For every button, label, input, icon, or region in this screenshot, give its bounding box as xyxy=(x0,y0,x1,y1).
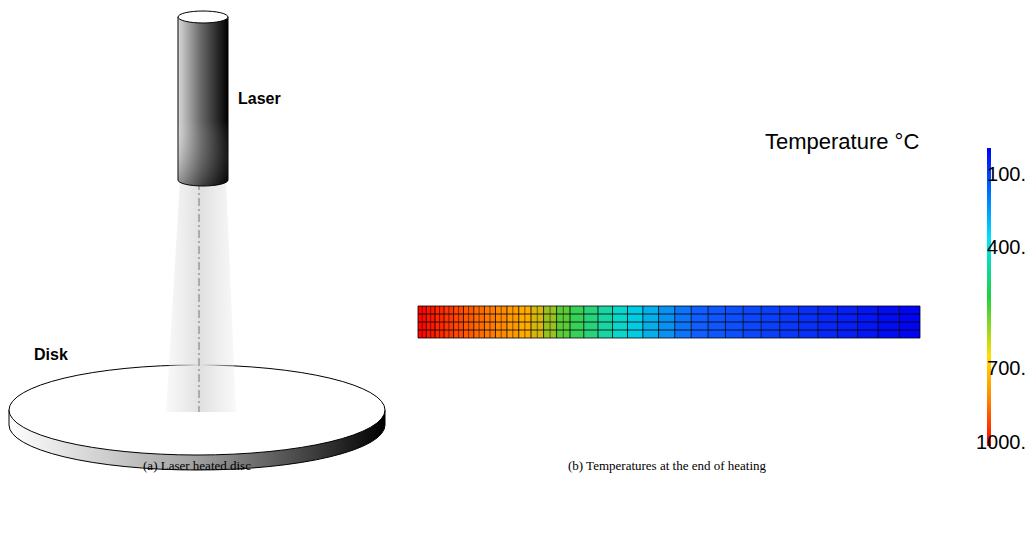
mesh-line xyxy=(837,306,838,338)
mesh-line xyxy=(898,306,899,338)
mesh-line xyxy=(418,306,920,307)
mesh-line xyxy=(761,306,762,338)
mesh-line xyxy=(506,306,507,338)
mesh-line xyxy=(458,306,459,338)
mesh-line xyxy=(556,306,557,338)
mesh-line xyxy=(658,306,659,338)
mesh-line xyxy=(463,306,464,338)
beam-axis xyxy=(199,182,200,412)
mesh-line xyxy=(435,306,436,338)
mesh-line xyxy=(857,306,858,338)
temperature-mesh xyxy=(418,306,920,338)
tick-label: 700. xyxy=(987,357,1026,379)
mesh-line xyxy=(518,306,519,338)
mesh-line xyxy=(512,306,513,338)
tick-label: 1000. xyxy=(976,431,1026,453)
mesh-line xyxy=(418,322,920,323)
mesh-line xyxy=(418,306,419,338)
mesh-line xyxy=(583,306,584,338)
mesh-line xyxy=(798,306,799,338)
mesh-line xyxy=(920,306,921,338)
mesh-line xyxy=(537,306,538,338)
laser-beam xyxy=(166,180,236,412)
mesh-line xyxy=(430,306,431,338)
mesh-line xyxy=(422,306,423,338)
mesh-line xyxy=(569,306,570,338)
mesh-line xyxy=(597,306,598,338)
mesh-line xyxy=(612,306,613,338)
mesh-line xyxy=(779,306,780,338)
mesh-line xyxy=(439,306,440,338)
tick-label: 400. xyxy=(987,236,1026,258)
mesh-line xyxy=(453,306,454,338)
mesh-line xyxy=(501,306,502,338)
mesh-line xyxy=(418,330,920,331)
mesh-line xyxy=(489,306,490,338)
tick-label: 100. xyxy=(987,163,1026,185)
mesh-line xyxy=(691,306,692,338)
mesh-line xyxy=(708,306,709,338)
mesh-line xyxy=(444,306,445,338)
mesh-line xyxy=(484,306,485,338)
part-label: Disk xyxy=(34,346,68,364)
mesh-line xyxy=(627,306,628,338)
mesh-line xyxy=(530,306,531,338)
mesh-line xyxy=(725,306,726,338)
mesh-line xyxy=(550,306,551,338)
mesh-line xyxy=(543,306,544,338)
mesh-line xyxy=(817,306,818,338)
axis-title: Temperature °C xyxy=(765,130,919,154)
mesh-line xyxy=(418,314,920,315)
subfigure-caption: (b) Temperatures at the end of heating xyxy=(568,459,766,473)
mesh-line xyxy=(448,306,449,338)
mesh-line xyxy=(426,306,427,338)
mesh-line xyxy=(473,306,474,338)
mesh-line xyxy=(524,306,525,338)
mesh-line xyxy=(674,306,675,338)
mesh-line xyxy=(877,306,878,338)
mesh-line xyxy=(495,306,496,338)
color-bar xyxy=(987,148,991,446)
mesh-line xyxy=(418,338,920,339)
mesh-line xyxy=(479,306,480,338)
mesh-line xyxy=(468,306,469,338)
subfigure-caption: (a) Laser heated disc xyxy=(143,459,251,473)
laser-cylinder xyxy=(178,11,228,186)
part-label: Laser xyxy=(238,90,281,108)
mesh-line xyxy=(743,306,744,338)
mesh-line xyxy=(563,306,564,338)
mesh-line xyxy=(642,306,643,338)
